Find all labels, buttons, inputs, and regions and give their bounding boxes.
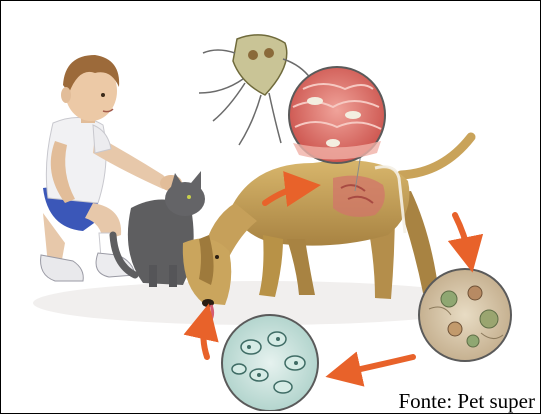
contaminated-soil-icon (419, 269, 511, 361)
cycle-arrow-soil-to-cysts (343, 357, 413, 373)
giardia-cysts-icon (222, 315, 318, 411)
giardia-lifecycle-illustration (3, 3, 538, 411)
cycle-arrow-shedding (455, 215, 469, 255)
cycle-arrow-to-host (203, 321, 207, 357)
source-caption: Fonte: Pet super (395, 389, 537, 413)
